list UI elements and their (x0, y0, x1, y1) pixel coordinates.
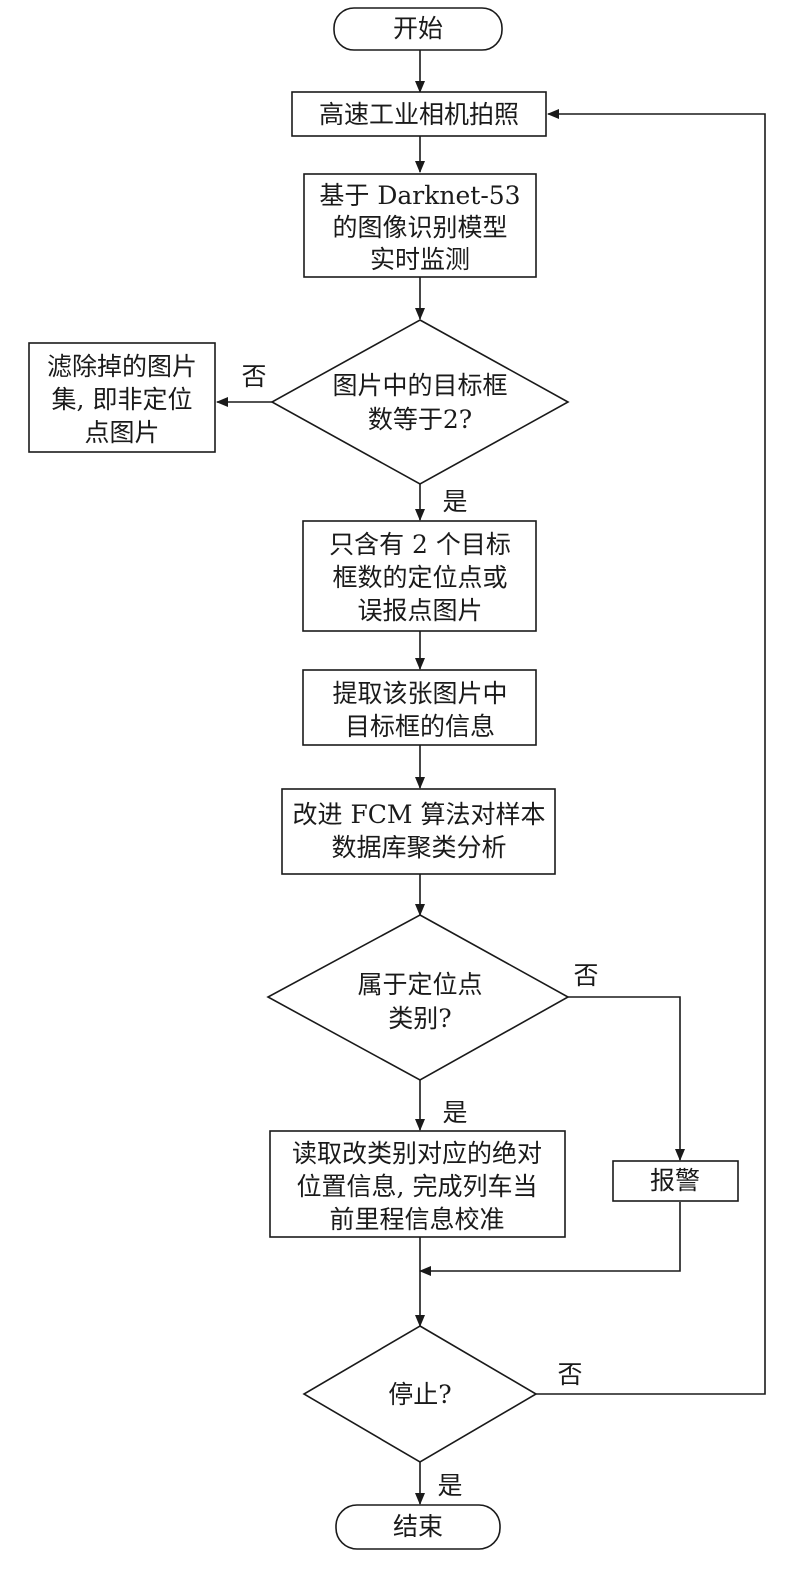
decision-class-node: 属于定位点 类别? (266, 914, 570, 1081)
decision-count-line-1: 图片中的目标框 (332, 371, 507, 400)
start-node: 开始 (333, 7, 503, 51)
decision-stop-label: 停止? (388, 1380, 451, 1409)
filtered-line-3: 点图片 (84, 418, 159, 447)
capture-node: 高速工业相机拍照 (291, 91, 547, 137)
cluster-node: 改进 FCM 算法对样本 数据库聚类分析 (281, 788, 556, 875)
extract-line-1: 提取该张图片中 (332, 679, 507, 708)
decision-stop-node: 停止? (302, 1325, 538, 1463)
read-info-node: 读取改类别对应的绝对 位置信息, 完成列车当 前里程信息校准 (269, 1130, 566, 1238)
read-info-line-2: 位置信息, 完成列车当 (297, 1172, 538, 1201)
arrow-loop-back (536, 109, 766, 1395)
two-boxes-node: 只含有 2 个目标 框数的定位点或 误报点图片 (302, 520, 537, 632)
read-info-line-1: 读取改类别对应的绝对 (292, 1139, 542, 1168)
label-no-filter: 否 (241, 362, 266, 391)
decision-count-line-2: 数等于2? (368, 405, 472, 434)
two-boxes-line-2: 框数的定位点或 (332, 563, 507, 592)
detect-node: 基于 Darknet-53 的图像识别模型 实时监测 (303, 173, 537, 278)
label-no-class: 否 (573, 961, 598, 990)
end-node: 结束 (335, 1504, 501, 1550)
start-label: 开始 (393, 14, 443, 43)
label-yes-count: 是 (442, 487, 467, 516)
arrow-decision-to-alarm (568, 996, 685, 1161)
connectors (216, 50, 766, 1505)
read-info-line-3: 前里程信息校准 (329, 1205, 504, 1234)
label-yes-stop: 是 (437, 1471, 462, 1500)
alarm-node: 报警 (612, 1160, 739, 1202)
arrow-alarm-merge (419, 1202, 681, 1276)
label-yes-class: 是 (442, 1098, 467, 1127)
alarm-label: 报警 (650, 1166, 700, 1195)
two-boxes-line-3: 误报点图片 (357, 596, 482, 625)
detect-line-2: 的图像识别模型 (332, 213, 507, 242)
two-boxes-line-1: 只含有 2 个目标 (329, 530, 511, 559)
decision-class-line-2: 类别? (388, 1004, 451, 1033)
filtered-line-1: 滤除掉的图片 (47, 352, 197, 381)
filtered-node: 滤除掉的图片 集, 即非定位 点图片 (28, 342, 216, 453)
label-no-stop: 否 (557, 1360, 582, 1389)
decision-class-line-1: 属于定位点 (357, 970, 482, 999)
detect-line-1: 基于 Darknet-53 (319, 181, 520, 210)
end-label: 结束 (393, 1512, 443, 1541)
extract-node: 提取该张图片中 目标框的信息 (302, 669, 537, 746)
cluster-line-1: 改进 FCM 算法对样本 (293, 800, 546, 829)
decision-count-node: 图片中的目标框 数等于2? (270, 319, 570, 485)
filtered-line-2: 集, 即非定位 (52, 385, 193, 414)
extract-line-2: 目标框的信息 (345, 712, 495, 741)
capture-label: 高速工业相机拍照 (319, 100, 519, 129)
cluster-line-2: 数据库聚类分析 (331, 833, 506, 862)
detect-line-3: 实时监测 (370, 245, 470, 274)
